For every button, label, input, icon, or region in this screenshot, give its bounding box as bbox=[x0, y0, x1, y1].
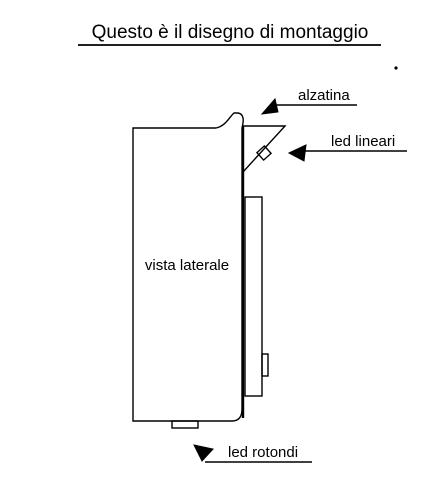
cabinet-body bbox=[132, 112, 244, 422]
round-leds-label: led rotondi bbox=[228, 444, 298, 461]
diagram-title: Questo è il disegno di montaggio bbox=[92, 22, 369, 43]
raised-edge-shape bbox=[242, 125, 287, 173]
raised-edge-arrow-icon bbox=[260, 97, 279, 115]
mount-plate-tab bbox=[261, 353, 269, 377]
stray-dot bbox=[394, 66, 398, 70]
round-leds-arrow-icon bbox=[193, 444, 214, 462]
linear-led-block bbox=[255, 144, 273, 162]
side-view-label: vista laterale bbox=[145, 257, 229, 274]
linear-leds-label: led lineari bbox=[331, 133, 395, 150]
mount-plate bbox=[244, 196, 263, 397]
raised-edge-label: alzatina bbox=[298, 87, 350, 104]
linear-leds-arrow-icon bbox=[287, 144, 307, 162]
round-led-block bbox=[171, 420, 199, 429]
